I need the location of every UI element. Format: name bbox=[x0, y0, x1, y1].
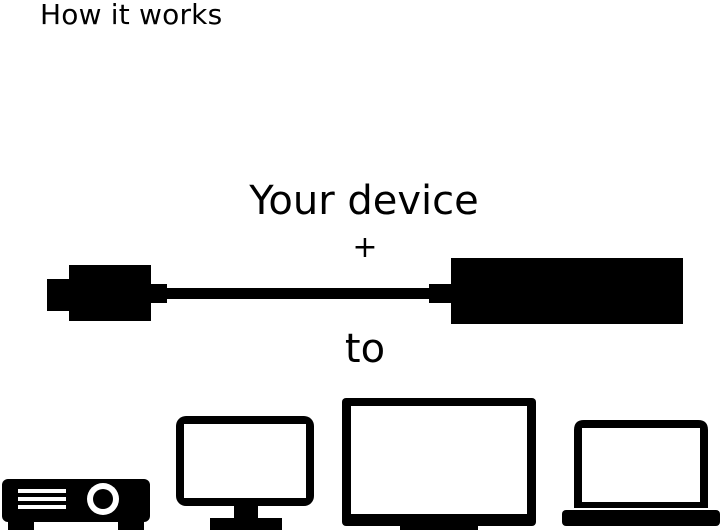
usb-plug-body bbox=[69, 265, 151, 321]
to-label: to bbox=[344, 326, 386, 372]
adapter-strain-relief bbox=[429, 284, 451, 303]
projector-icon bbox=[2, 479, 150, 530]
monitor-icon bbox=[176, 416, 314, 530]
tv-icon bbox=[342, 398, 536, 530]
usb-plug-tip bbox=[47, 279, 69, 311]
laptop-icon bbox=[562, 420, 720, 526]
your-device-label: Your device bbox=[249, 178, 479, 224]
usb-c-to-ethernet-adapter-icon bbox=[47, 258, 683, 324]
adapter-cable bbox=[167, 288, 435, 299]
usb-plug-strain-relief bbox=[151, 284, 167, 303]
adapter-box bbox=[451, 258, 683, 324]
plus-symbol: + bbox=[352, 230, 378, 265]
page-title: How it works bbox=[40, 0, 223, 31]
